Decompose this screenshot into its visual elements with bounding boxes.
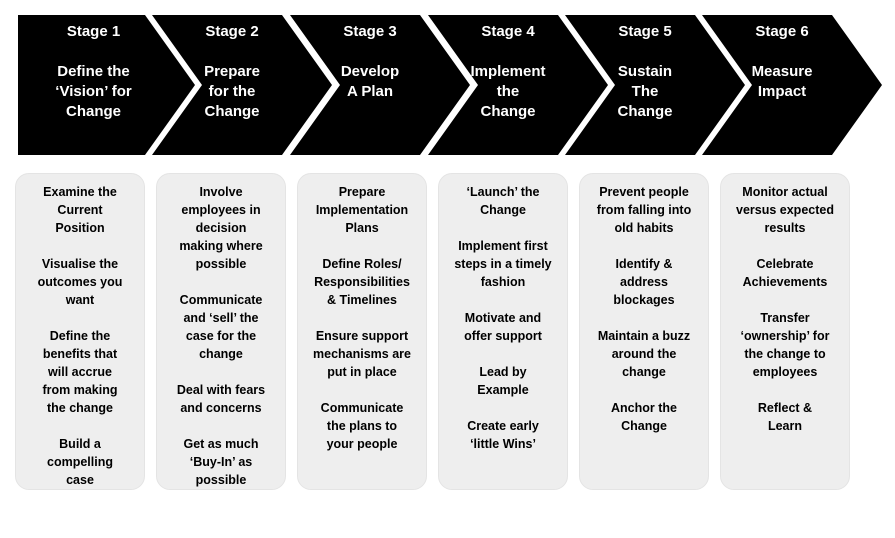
stage-title: Define the ‘Vision’ for Change (55, 63, 132, 120)
detail-item: Communicate the plans to your people (320, 401, 404, 451)
detail-item: Create early ‘little Wins’ (467, 419, 539, 451)
stage-label: Stage 5 (618, 23, 672, 40)
detail-item: Communicate and ‘sell’ the case for the … (179, 293, 263, 361)
detail-item: Monitor actual versus expected results (736, 185, 834, 235)
detail-item: Define Roles/ Responsibilities & Timelin… (314, 257, 410, 307)
detail-item: Build a compelling case (47, 437, 113, 487)
stage-label: Stage 3 (343, 23, 397, 40)
stage-detail-box-5: Prevent people from falling into old hab… (579, 173, 709, 490)
detail-item: Get as much ‘Buy-In’ as possible (183, 437, 259, 487)
stage-title: Prepare for the Change (204, 63, 260, 120)
detail-item: Lead by Example (477, 365, 529, 397)
stage-label: Stage 6 (755, 23, 809, 40)
detail-item: Prepare Implementation Plans (315, 185, 409, 235)
stage-detail-box-1: Examine the Current Position Visualise t… (15, 173, 145, 490)
detail-item: Visualise the outcomes you want (37, 257, 123, 307)
detail-item: Involve employees in decision making whe… (179, 185, 263, 271)
detail-item: Deal with fears and concerns (176, 383, 266, 415)
stage-detail-box-6: Monitor actual versus expected results C… (720, 173, 850, 490)
detail-item: Implement first steps in a timely fashio… (454, 239, 552, 289)
detail-item: Identify & address blockages (613, 257, 675, 307)
stage-detail-box-3: Prepare Implementation Plans Define Role… (297, 173, 427, 490)
detail-item: Reflect & Learn (757, 401, 813, 433)
detail-item: Maintain a buzz around the change (597, 329, 691, 379)
stage-title: Sustain The Change (617, 63, 673, 120)
stage-detail-box-2: Involve employees in decision making whe… (156, 173, 286, 490)
stage-label: Stage 1 (66, 23, 121, 40)
stage-title: Measure Impact (751, 63, 813, 100)
stage-label: Stage 2 (205, 23, 259, 40)
detail-item: Examine the Current Position (43, 185, 117, 235)
detail-item: Prevent people from falling into old hab… (596, 185, 692, 235)
detail-item: Ensure support mechanisms are put in pla… (313, 329, 411, 379)
stage-detail-box-4: ‘Launch’ the Change Implement first step… (438, 173, 568, 490)
detail-item: ‘Launch’ the Change (466, 185, 540, 217)
detail-item: Celebrate Achievements (742, 257, 828, 289)
detail-item: Motivate and offer support (464, 311, 542, 343)
stage-title: Develop A Plan (340, 63, 400, 100)
detail-item: Transfer ‘ownership’ for the change to e… (740, 311, 830, 379)
stage-label: Stage 4 (481, 23, 535, 40)
detail-item: Define the benefits that will accrue fro… (42, 329, 118, 415)
stage-title: Implement the Change (470, 63, 546, 120)
detail-item: Anchor the Change (611, 401, 677, 433)
